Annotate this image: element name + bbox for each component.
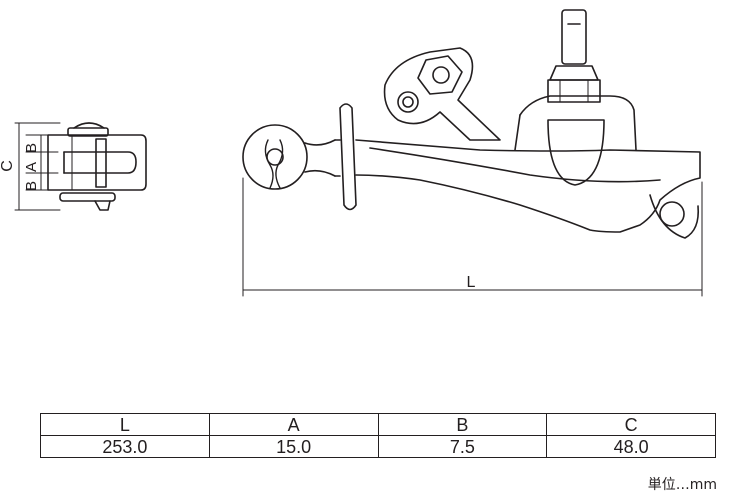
side-view [14,122,147,211]
table-cell-c: 48.0 [546,435,716,458]
dim-label-l: L [467,274,476,291]
table-cell-b: 7.5 [377,435,548,458]
table-header-b: B [377,413,548,436]
dim-label-b-top: B [23,143,40,153]
front-view [242,9,703,297]
table-header-c: C [546,413,716,436]
table-header-a: A [208,413,379,436]
spec-table: L A B C 253.0 15.0 7.5 48.0 [40,413,716,458]
dim-label-b-bottom: B [23,181,40,191]
dim-label-a: A [23,162,40,172]
dim-label-c: C [0,160,16,172]
table-cell-a: 15.0 [208,435,379,458]
unit-note: 単位…mm [647,477,717,493]
table-row: 253.0 15.0 7.5 48.0 [40,435,716,458]
technical-drawing: C B A B [0,9,703,297]
table-cell-l: 253.0 [40,435,210,458]
table-header-row: L A B C [40,413,716,436]
table-header-l: L [40,413,210,436]
